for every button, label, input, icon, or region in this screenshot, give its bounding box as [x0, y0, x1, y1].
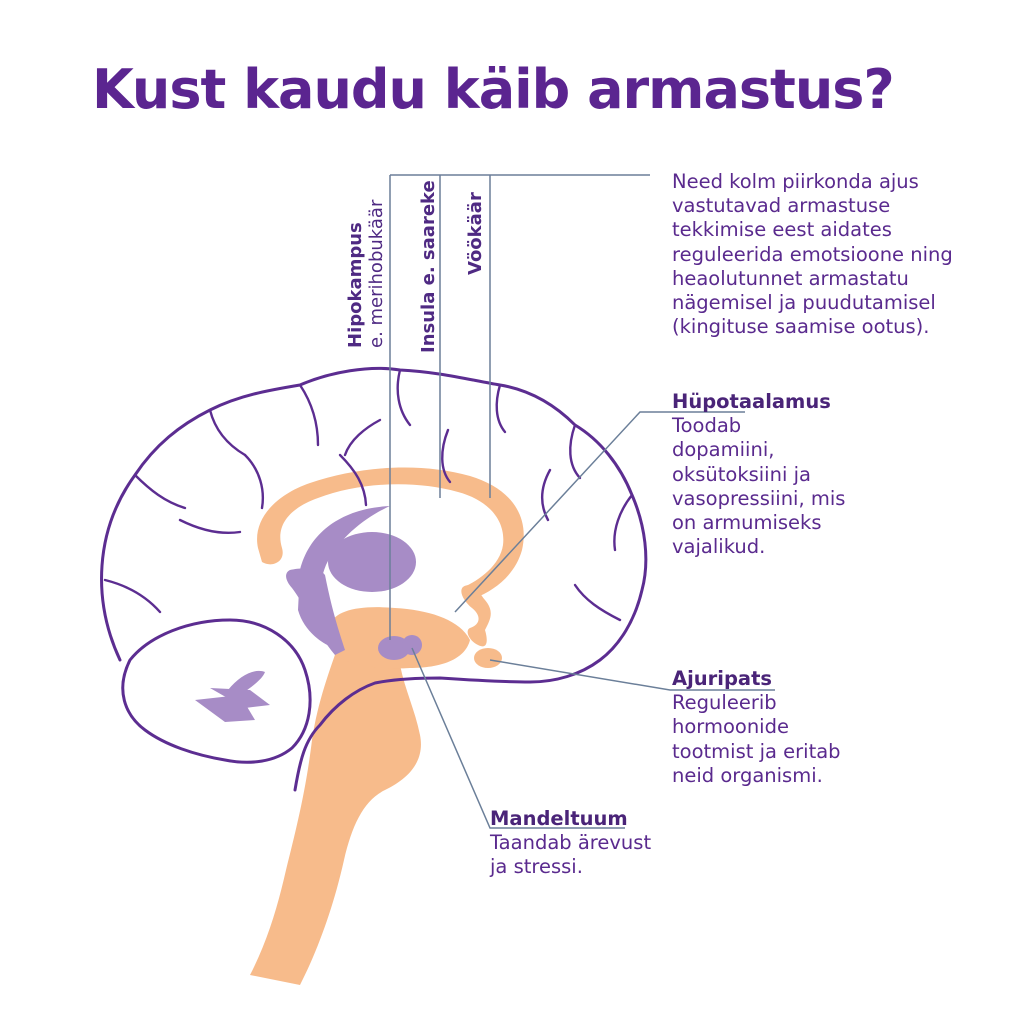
label-insula: Insula e. saareke [418, 180, 439, 353]
intro-line: tekkimise eest aidates [672, 218, 892, 242]
leader-lines [389, 174, 775, 829]
hippocampus-spot [378, 636, 410, 660]
amygdala-line: ja stressi. [490, 855, 583, 879]
intro-line: (kingituse saamise ootus). [672, 315, 930, 339]
leader-pituitary [489, 659, 775, 691]
hippocampus-tail [286, 568, 345, 655]
hypothalamus-line: oksütoksiini ja [672, 462, 811, 486]
arbor-vitae [195, 670, 270, 722]
pituitary-text: Ajuripats Reguleerib hormoonide tootmist… [672, 667, 841, 788]
intro-line: vastutavad armastuse [672, 194, 891, 218]
label-hippocampus-line1: Hipokampus [345, 222, 366, 348]
intro-line: reguleerida emotsioone ning [672, 242, 953, 266]
hypothalamus-line: on armumiseks [672, 511, 822, 535]
page-title: Kust kaudu käib armastus? [92, 58, 895, 121]
thalamus [328, 532, 416, 592]
pituitary-heading: Ajuripats [672, 667, 773, 690]
brain-gyri [103, 368, 634, 622]
pituitary-line: neid organismi. [672, 763, 823, 787]
pituitary-line: Reguleerib [672, 691, 777, 715]
hypothalamus-line: dopamiini, [672, 438, 775, 462]
amygdala-heading: Mandeltuum [490, 807, 628, 830]
amygdala-spot [402, 635, 422, 655]
hypothalamus-line: Toodab [672, 414, 742, 438]
amygdala-text: Mandeltuum Taandab ärevust ja stressi. [490, 807, 651, 880]
intro-line: Need kolm piirkonda ajus [672, 170, 919, 193]
hypothalamus-line: vasopressiini, mis [672, 486, 846, 510]
cerebellum-outline [121, 618, 312, 764]
hypothalamus-text: Hüpotaalamus Toodab dopamiini, oksütoksi… [672, 390, 845, 559]
leader-hypothalamus [454, 411, 745, 613]
amygdala-line: Taandab ärevust [490, 831, 652, 855]
intro-text: Need kolm piirkonda ajus vastutavad arma… [672, 170, 953, 339]
hypothalamus-shape [461, 585, 491, 647]
hypothalamus-line: vajalikud. [672, 535, 766, 559]
brain-outline [100, 366, 648, 792]
label-hippocampus-line2: e. merihobukäär [366, 199, 387, 348]
pituitary-line: tootmist ja eritab [672, 739, 841, 763]
pituitary-gland [474, 648, 502, 668]
intro-line: heaolutunnet armastatu [672, 266, 909, 290]
hypothalamus-heading: Hüpotaalamus [672, 390, 831, 413]
leader-amygdala [411, 647, 625, 829]
label-vookaar: Vöökäär [465, 192, 486, 275]
intro-line: nägemisel ja puudutamisel [672, 291, 936, 315]
brainstem [250, 640, 421, 985]
pituitary-line: hormoonide [672, 715, 789, 739]
label-hippocampus: Hipokampus e. merihobukäär [345, 200, 387, 348]
corpus-callosum [257, 467, 524, 598]
